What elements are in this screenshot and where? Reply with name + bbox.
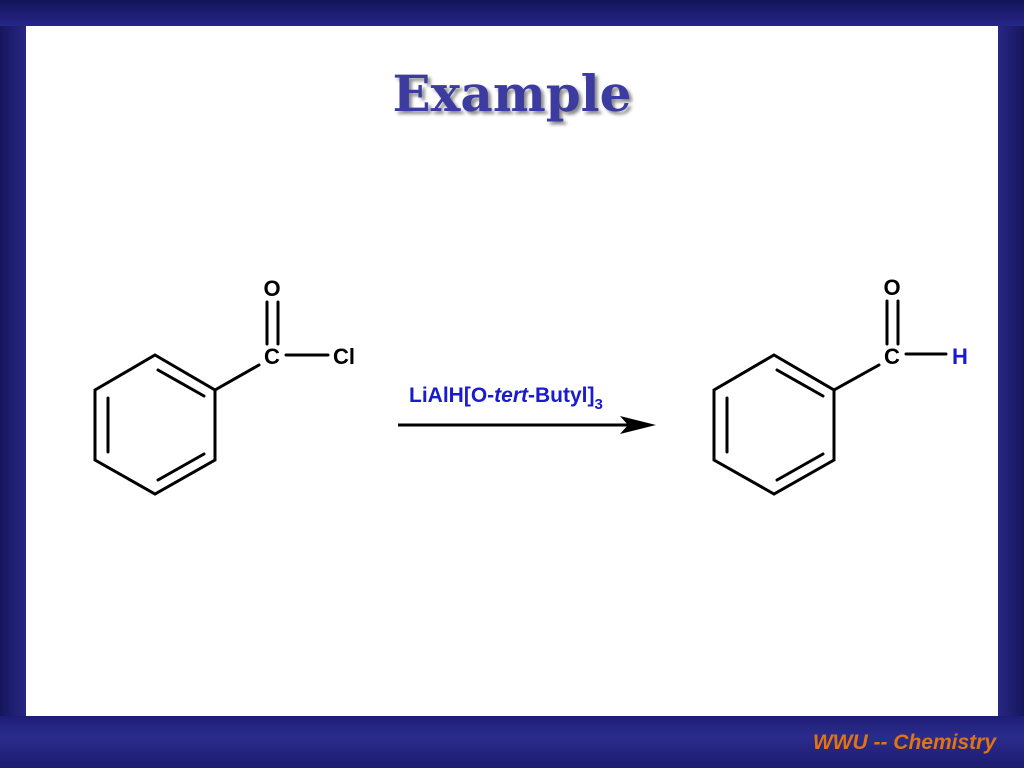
slide-title: Example	[392, 64, 632, 123]
reactant-benzene-ring	[93, 353, 217, 496]
slide-content-panel	[26, 26, 998, 716]
reactant-oxygen-label: O	[263, 276, 280, 301]
reactant-ring-double-bond-2	[156, 452, 206, 482]
product-oxygen-label: O	[883, 275, 900, 300]
slide-footer-bar	[0, 716, 1024, 768]
reactant-benzoyl-chloride	[93, 300, 330, 496]
product-hydrogen-label: H	[952, 344, 968, 369]
product-benzaldehyde	[712, 299, 948, 496]
reaction-arrow	[398, 416, 656, 434]
product-benzene-ring	[712, 353, 836, 496]
product-carbon-label: C	[884, 344, 900, 369]
reactant-ring-double-bond-1	[156, 368, 206, 398]
product-ring-to-carbonyl-bond	[832, 363, 881, 392]
footer-text: WWU -- Chemistry	[812, 731, 996, 754]
slide-top-border	[0, 0, 1024, 26]
reagent-subscript: 3	[595, 396, 603, 413]
reagent-suffix: -Butyl]	[528, 384, 595, 407]
reagent-italic: tert	[494, 384, 529, 407]
reactant-carbon-label: C	[264, 344, 280, 369]
reactant-ring-to-carbonyl-bond	[213, 363, 261, 392]
product-ring-double-bond-1	[775, 368, 825, 398]
reagent-prefix: LiAlH[O-	[409, 384, 494, 407]
reactant-chlorine-label: Cl	[333, 344, 355, 369]
reaction-arrow-head	[620, 416, 656, 434]
product-ring-double-bond-2	[775, 452, 825, 482]
reagent-label: LiAlH[O-tert-Butyl]3	[409, 384, 603, 413]
